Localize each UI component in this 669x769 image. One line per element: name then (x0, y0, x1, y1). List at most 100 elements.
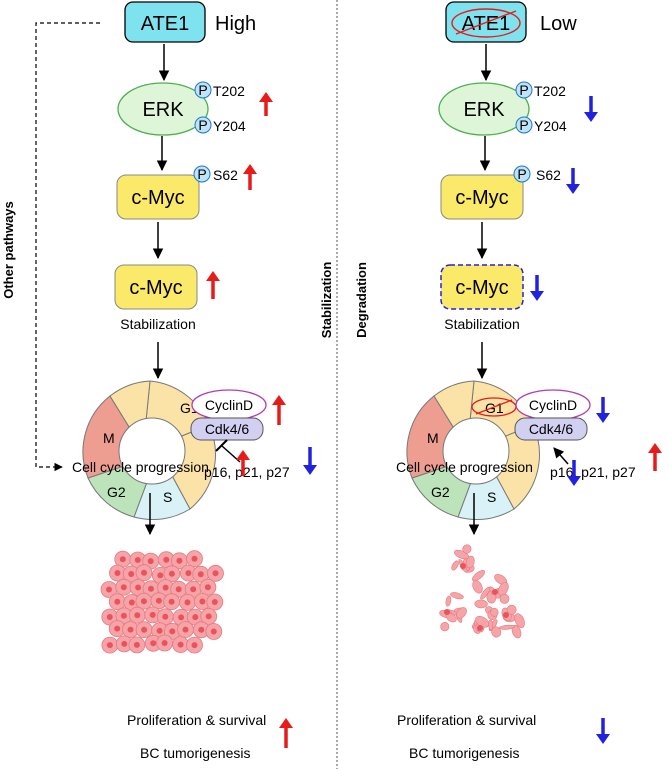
m-label-low: M (427, 430, 439, 446)
fragmented-cell (451, 560, 459, 571)
fragmented-cell (511, 624, 522, 639)
phospho-label-low: P (519, 117, 528, 133)
erk-node-low (438, 82, 530, 136)
tumor-cell-nucleus (161, 640, 168, 646)
tumor-cell-nucleus (120, 584, 127, 591)
ate1-level-label: High (215, 13, 256, 35)
fragmented-cell (480, 586, 491, 600)
tumor-cell-nucleus (192, 614, 199, 621)
g1-label-low: G1 (485, 400, 504, 416)
sparse-tumor-cells-image (439, 544, 525, 639)
fragmented-cell-nucleus (492, 589, 498, 595)
tumor-cell-nucleus (163, 556, 170, 563)
ate1-label: ATE1 (141, 13, 190, 35)
erk-down-arrowhead-icon (584, 112, 598, 122)
fragmented-cell (497, 582, 509, 597)
fragmented-cell (445, 595, 452, 607)
cmyc-label-2-low: c-Myc (455, 277, 508, 299)
tumor-cell-nucleus (175, 586, 182, 593)
erk-up-arrowhead-icon (259, 92, 273, 102)
tumor-cell-nucleus (135, 584, 142, 591)
cell-cycle-progression-label-low: Cell cycle progression (396, 459, 533, 475)
phospho-label-low: P (519, 82, 528, 98)
tumor-cell-nucleus (191, 642, 198, 649)
tumor-cell-nucleus (120, 612, 127, 619)
erk-node (117, 82, 209, 136)
other-pathways-label: Other pathways (1, 201, 16, 299)
tumor-cell-nucleus (198, 626, 205, 633)
phospho-y204-icon (194, 116, 212, 134)
activation-arrow-inhibitors (553, 447, 569, 465)
divider-degradation-label: Degradation (354, 262, 369, 338)
stabilization-label: Stabilization (120, 316, 196, 332)
progression-down-arrowhead-icon (567, 476, 581, 486)
y204-label: Y204 (213, 118, 246, 134)
phospho-label: P (198, 82, 207, 98)
tumor-cell-nucleus (169, 628, 176, 635)
tumor-cell-nucleus (156, 627, 163, 634)
outcome-up-arrowhead-icon (279, 718, 293, 728)
cdk46-label: Cdk4/6 (205, 421, 250, 437)
tumor-cell-nucleus (210, 628, 217, 635)
tumor-cell-nucleus (191, 555, 198, 562)
g2-label-low: G2 (431, 484, 450, 500)
tumor-cell-nucleus (155, 597, 162, 604)
tumor-cell-nucleus (147, 558, 154, 565)
s62-label-low: S62 (536, 167, 561, 183)
s62-up-arrowhead-icon (243, 164, 257, 174)
dense-tumor-cells-image (100, 550, 224, 654)
phospho-y204-icon-low (515, 116, 533, 134)
tumor-cell-nucleus (114, 625, 121, 632)
phospho-label: P (198, 117, 207, 133)
tumor-cell-nucleus (168, 570, 175, 577)
ate1-knockout-circle-icon (451, 8, 521, 38)
s-label: S (163, 489, 172, 505)
tumor-cell-nucleus (128, 599, 135, 606)
tumorigenesis-label-low: BC tumorigenesis (409, 745, 520, 761)
s62-down-arrowhead-icon (566, 184, 580, 194)
cmyc-down-arrowhead-icon (530, 291, 544, 301)
tumor-cell-nucleus (106, 642, 113, 649)
tumor-cell-nucleus (162, 584, 169, 591)
cmyc-up-arrowhead-icon (206, 271, 220, 281)
cyclind-label: CyclinD (205, 397, 253, 413)
fragmented-cell (465, 555, 475, 569)
tumor-cell-nucleus (204, 584, 211, 591)
inhibitors-label-low: p16, p21, p27 (550, 464, 636, 480)
phospho-label: P (197, 166, 206, 182)
tumor-cell-nucleus (127, 626, 134, 633)
tumor-cell-nucleus (128, 571, 135, 577)
cmyc-node-2-low (440, 264, 524, 310)
tumor-cell-nucleus (106, 614, 113, 620)
cyclin-up-arrowhead-icon (272, 395, 286, 405)
tumorigenesis-label: BC tumorigenesis (140, 745, 251, 761)
fragmented-cell (498, 624, 515, 630)
cmyc-node-2 (114, 264, 198, 310)
tumor-cell-nucleus (141, 626, 148, 633)
cmyc-label-2: c-Myc (129, 277, 182, 299)
right-panel: ATE1 Low ERK P T202 P Y204 c-Myc P S62 c… (396, 1, 662, 761)
fragmented-cell (456, 607, 467, 619)
inhibition-bar (215, 439, 228, 452)
fragmented-cell-nucleus (503, 612, 509, 618)
fragmented-cell (506, 604, 517, 615)
g1-block-slash-icon (475, 399, 513, 415)
cdk46-label-low: Cdk4/6 (529, 421, 574, 437)
tumor-cell-nucleus (162, 613, 169, 620)
ate1-knockout-slash-icon (455, 10, 517, 35)
tumor-cell-nucleus (211, 599, 218, 605)
s62-label: S62 (213, 167, 238, 183)
t202-label: T202 (213, 83, 245, 99)
left-panel: Other pathways ATE1 High ERK P T202 P Y2… (1, 1, 317, 761)
t202-label-low: T202 (534, 83, 566, 99)
inhibitors-up-arrowhead-icon (648, 443, 662, 453)
other-pathways-dashed-arrow (35, 22, 100, 472)
tumor-cell-nucleus (114, 598, 121, 605)
tumor-cell-nucleus (176, 557, 183, 564)
cyclin-down-arrowhead-icon (596, 413, 610, 423)
tumor-cell-nucleus (184, 599, 191, 606)
tumor-cell-nucleus (141, 569, 147, 576)
fragmented-cell (488, 619, 494, 631)
